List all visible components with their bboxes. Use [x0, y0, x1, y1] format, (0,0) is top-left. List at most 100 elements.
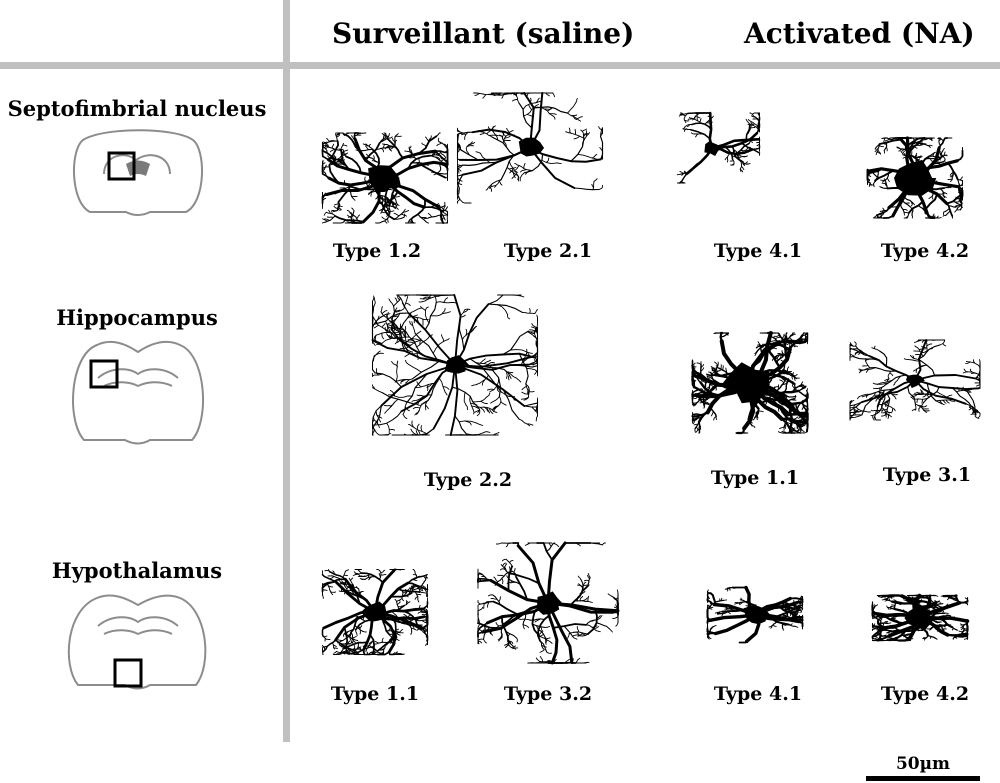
microglia-process	[381, 323, 386, 328]
microglia-process	[496, 304, 509, 316]
microglia-process	[380, 364, 456, 407]
microglia-process	[877, 616, 882, 619]
microglia-process	[857, 396, 860, 400]
microglia-process	[885, 634, 891, 637]
microglia-process	[343, 642, 350, 645]
microglia-process	[343, 132, 348, 136]
microglia-process	[600, 130, 603, 134]
microglia-process	[326, 137, 331, 143]
microglia-process	[342, 570, 346, 578]
microglia-process	[927, 634, 937, 639]
microglia-process	[726, 586, 733, 590]
microglia-process	[744, 161, 749, 165]
microglia-process	[488, 179, 502, 188]
microglia-process	[546, 107, 554, 112]
microglia-process	[874, 169, 895, 182]
microglia-process	[480, 366, 502, 393]
microglia-process	[474, 409, 481, 413]
microglia-process	[587, 573, 591, 578]
microglia-process	[940, 153, 943, 158]
microglia-process	[954, 636, 958, 639]
microglia-process	[791, 408, 798, 412]
microglia-process	[570, 137, 585, 162]
microglia-process	[715, 611, 723, 614]
microglia-process	[881, 634, 887, 637]
microglia-process	[889, 615, 898, 621]
microglia-process	[520, 92, 527, 95]
microglia-process	[501, 92, 506, 99]
microglia-process	[801, 387, 806, 390]
microglia-process	[438, 204, 441, 209]
microglia-process	[870, 409, 876, 412]
microglia-process	[786, 366, 790, 372]
microglia-process	[893, 603, 896, 610]
type-label: Type 1.1	[710, 467, 800, 489]
microglia-process	[402, 414, 408, 420]
microglia-process	[696, 112, 699, 117]
microglia-process	[527, 390, 535, 393]
microglia-process	[700, 380, 707, 384]
microglia-process	[921, 390, 925, 395]
microglia-process	[336, 134, 341, 138]
microglia-process	[772, 341, 779, 344]
microglia-process	[339, 187, 347, 189]
microglia-process	[475, 151, 482, 154]
microglia-process	[912, 355, 915, 359]
microglia-process	[349, 577, 354, 581]
microglia-process	[353, 571, 357, 575]
microglia-process	[344, 590, 346, 595]
microglia-process	[423, 206, 444, 213]
microglia-process	[410, 627, 417, 631]
microglia-process	[365, 647, 368, 652]
microglia-process	[942, 610, 945, 614]
microglia-process	[338, 159, 346, 162]
microglia-process	[483, 602, 486, 609]
microglia-process	[894, 375, 902, 384]
microglia-process	[374, 640, 380, 644]
microglia-process	[381, 205, 387, 208]
microglia-process	[700, 387, 703, 394]
microglia-process	[388, 146, 395, 150]
microglia-process	[410, 428, 415, 434]
microglia-process	[587, 600, 593, 603]
microglia-process	[416, 423, 420, 431]
microglia-process	[458, 187, 460, 194]
microglia-process	[879, 209, 888, 212]
microglia-process	[434, 156, 441, 160]
microglia-process	[418, 157, 420, 163]
microglia-process	[534, 369, 538, 375]
microglia-process	[407, 614, 411, 618]
microglia-process	[375, 340, 383, 344]
microglia-process	[743, 162, 745, 167]
microglia-process	[340, 162, 345, 166]
microglia-process	[425, 404, 429, 410]
microglia-process	[347, 214, 352, 219]
microglia-process	[913, 368, 918, 372]
microglia-process	[491, 405, 499, 411]
microglia-process	[416, 575, 420, 579]
microglia-process	[784, 602, 788, 610]
microglia-process	[768, 335, 774, 338]
microglia-process	[415, 330, 422, 336]
microglia-process	[487, 594, 494, 597]
microglia-process	[692, 415, 700, 422]
microglia-process	[769, 344, 779, 351]
microglia-process	[483, 406, 489, 412]
microglia-process	[465, 404, 469, 411]
microglia-process	[905, 137, 926, 148]
microglia-process	[714, 361, 719, 367]
microglia-process	[765, 346, 781, 369]
microglia-process	[489, 407, 494, 414]
microglia-process	[887, 414, 890, 419]
microglia-process	[916, 155, 922, 158]
microglia-process	[324, 143, 327, 149]
microglia-process	[942, 616, 953, 621]
microglia-process	[426, 592, 428, 597]
microglia-process	[436, 142, 443, 147]
microglia-process	[541, 645, 547, 648]
microglia-process	[466, 145, 474, 147]
microglia-process	[421, 620, 427, 623]
microglia-process	[396, 360, 399, 367]
microglia-process	[946, 394, 953, 398]
microglia-process	[330, 591, 334, 596]
